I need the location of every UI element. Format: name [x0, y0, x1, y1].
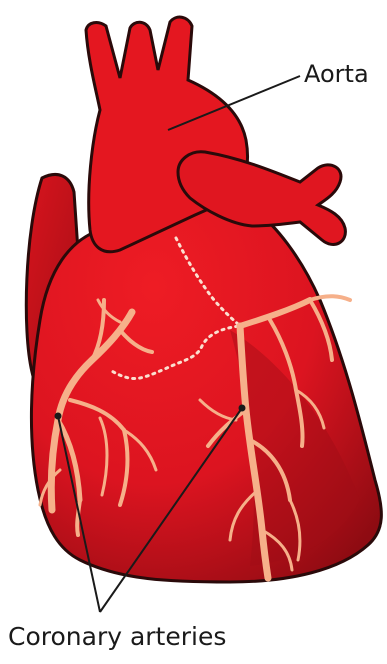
coronary-pointer-dot-left [55, 413, 62, 420]
coronary-arteries-label: Coronary arteries [8, 624, 226, 649]
aorta-label: Aorta [304, 62, 369, 86]
coronary-pointer-dot-right [239, 405, 246, 412]
